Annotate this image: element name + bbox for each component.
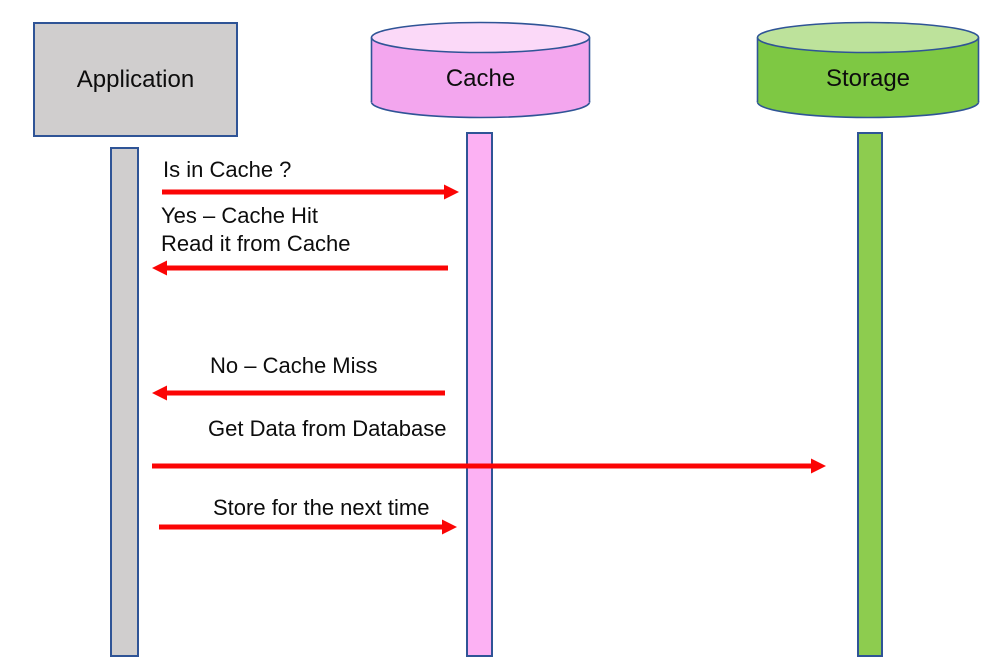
lifeline-storage	[857, 132, 883, 657]
arrowhead-left-icon	[152, 385, 167, 401]
arrowhead-right-icon	[442, 519, 457, 535]
arrow-is-in-cache	[162, 184, 459, 200]
participant-storage-cylinder: Storage	[756, 21, 980, 119]
participant-application-box: Application	[33, 22, 238, 137]
arrowhead-right-icon	[444, 184, 459, 200]
lifeline-application	[110, 147, 139, 657]
message-label-store-for-next-time: Store for the next time	[213, 495, 430, 520]
storage-cylinder-top	[756, 21, 980, 54]
participant-application-label: Application	[76, 65, 195, 93]
message-label-is-in-cache: Is in Cache ?	[163, 157, 292, 182]
arrowhead-left-icon	[152, 260, 167, 276]
participant-cache-label: Cache	[446, 65, 515, 92]
arrow-cache-hit-return	[152, 260, 448, 276]
arrowhead-right-icon	[811, 458, 826, 474]
message-label-cache-miss: No – Cache Miss	[210, 353, 378, 378]
arrow-cache-miss-return	[152, 385, 445, 401]
lifeline-cache	[466, 132, 493, 657]
message-label-cache-hit: Yes – Cache Hit Read it from Cache	[161, 203, 351, 256]
participant-cache-cylinder: Cache	[370, 21, 591, 119]
participant-storage-label: Storage	[826, 65, 910, 92]
message-label-get-data-from-database: Get Data from Database	[208, 416, 447, 441]
cache-cylinder-top	[370, 21, 591, 54]
